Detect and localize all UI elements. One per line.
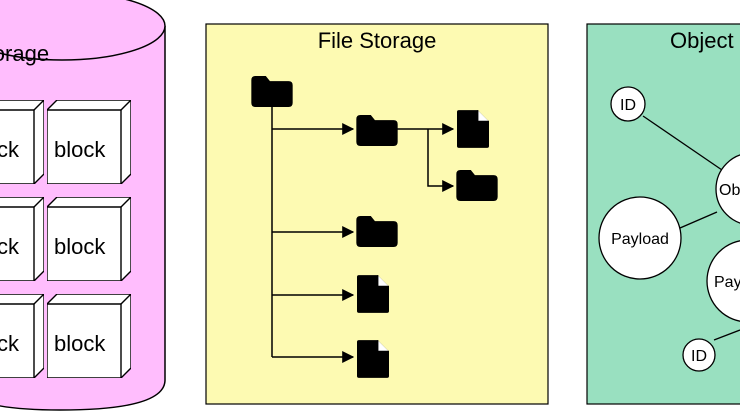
id-node-label: ID [691, 348, 707, 365]
block-cell: block [47, 294, 131, 378]
id-node [610, 86, 646, 122]
object-node-label: Ob [719, 182, 740, 199]
payload-node-label: Payload [611, 231, 669, 248]
object-node [715, 154, 740, 224]
block-label: ck [0, 331, 20, 356]
block-cell: block [47, 197, 131, 281]
object-edges [642, 115, 740, 341]
id-node [682, 338, 716, 372]
payload-node [598, 196, 682, 280]
tree-connectors [271, 106, 455, 363]
id-node-label: ID [620, 97, 636, 114]
block-label: block [54, 234, 106, 259]
block-label: block [54, 137, 106, 162]
payload-node-label: Pay [714, 274, 740, 291]
block-storage-cylinder-top [0, 0, 166, 61]
block-label: block [54, 331, 106, 356]
block-label: ck [0, 234, 20, 259]
block-label: ck [0, 137, 20, 162]
file-storage-panel: File Storage [205, 23, 549, 405]
file-storage-title: File Storage [318, 28, 437, 53]
payload-node [706, 240, 740, 322]
block-cell: ck [0, 294, 44, 378]
block-storage-title: Storage [0, 41, 49, 66]
block-cell: block [47, 100, 131, 184]
block-cell: ck [0, 197, 44, 281]
block-cell: ck [0, 100, 44, 184]
object-storage-title: Object [670, 28, 734, 53]
block-storage-panel: Storage ck block ck block ck block [0, 0, 166, 411]
object-storage-panel: Object ID Ob Payload Pay ID [586, 23, 740, 405]
